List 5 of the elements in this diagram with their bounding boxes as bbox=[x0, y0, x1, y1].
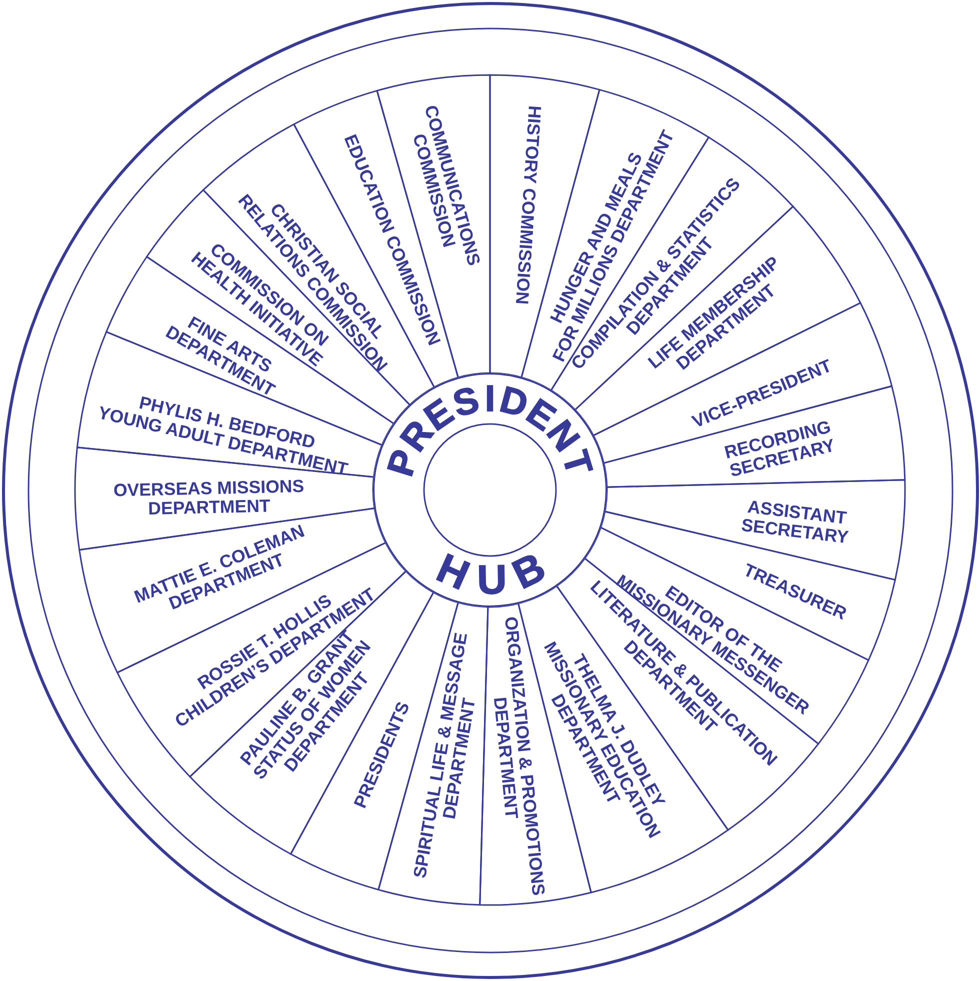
hub-label: PRESIDENT bbox=[385, 384, 595, 481]
hub-label: HUB bbox=[432, 550, 550, 596]
segment-label: HISTORY COMMISSION bbox=[512, 104, 544, 306]
segment-label: ASSISTANT SECRETARY bbox=[740, 496, 851, 548]
segment-label: OVERSEAS MISSIONS DEPARTMENT bbox=[113, 476, 305, 520]
